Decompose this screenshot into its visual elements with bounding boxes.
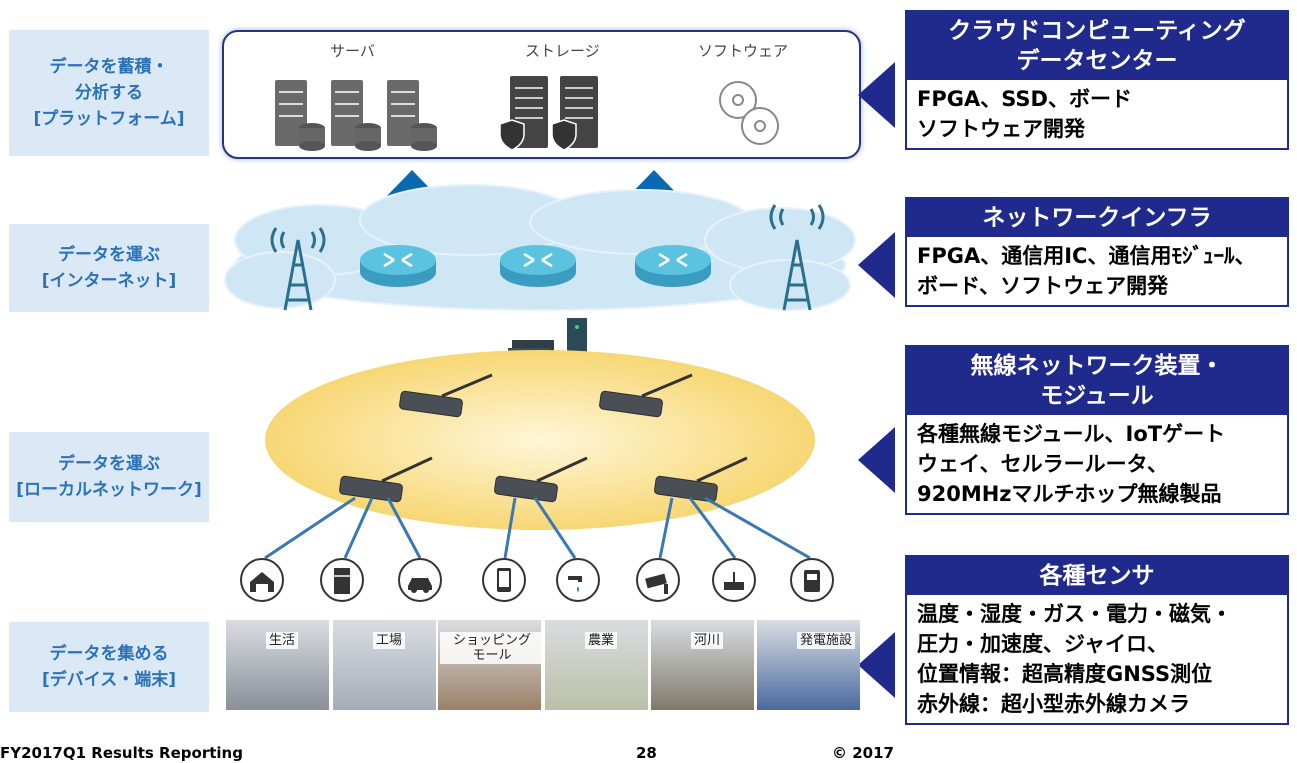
label-line: データを運ぶ: [58, 454, 160, 474]
meter-icon: [790, 558, 834, 602]
antenna-tower-icon: [270, 204, 825, 311]
category-storage: ストレージ: [525, 42, 600, 60]
photo-label: 河川: [691, 632, 724, 649]
body-line: 圧力・加速度、ジャイロ、: [917, 632, 1168, 656]
label-line: 分析する: [75, 83, 143, 103]
body-line: FPGA、通信用IC、通信用ﾓｼﾞｭｰﾙ、: [917, 244, 1256, 268]
camera-icon: [636, 558, 680, 602]
device-links: [264, 496, 811, 560]
photo-label: 農業: [585, 632, 618, 649]
body-line: FPGA、SSD、ボード: [917, 87, 1132, 111]
footer-title: FY2017Q1 Results Reporting: [0, 744, 243, 762]
photo-label: 工場: [373, 632, 406, 649]
box-cloud-datacenter: クラウドコンピューティング データセンター FPGA、SSD、ボード ソフトウェ…: [905, 10, 1289, 150]
body-line: ウェイ、セルラールータ、: [917, 452, 1168, 476]
router-icon: [712, 558, 756, 602]
wireless-router-icon: [339, 373, 748, 503]
photo-label: 発電施設: [797, 632, 856, 649]
title-line: クラウドコンピューティング: [948, 18, 1246, 44]
box-network-infra: ネットワークインフラ FPGA、通信用IC、通信用ﾓｼﾞｭｰﾙ、 ボード、ソフト…: [905, 197, 1289, 307]
car-icon: [398, 558, 442, 602]
box-sensors: 各種センサ 温度・湿度・ガス・電力・磁気・ 圧力・加速度、ジャイロ、 位置情報：…: [905, 555, 1289, 725]
body-line: 温度・湿度・ガス・電力・磁気・: [917, 602, 1232, 626]
page-number: 28: [636, 744, 657, 762]
body-line: 位置情報：超高精度GNSS測位: [917, 662, 1213, 686]
category-servers: サーバ: [330, 42, 375, 60]
label-line: [デバイス・端末]: [41, 670, 177, 690]
body-line: 920MHzマルチホップ無線製品: [917, 482, 1222, 506]
smartphone-icon: [482, 558, 526, 602]
gateway-icon: [508, 318, 587, 368]
body-line: 赤外線：超小型赤外線カメラ: [917, 692, 1190, 716]
body-line: ボード、ソフトウェア開発: [917, 274, 1169, 298]
box-title: 各種センサ: [907, 557, 1287, 595]
photo-label: 生活: [266, 632, 299, 649]
title-line: データセンター: [1016, 48, 1178, 74]
left-label-devices: データを集める [デバイス・端末]: [9, 622, 209, 712]
box-title: 無線ネットワーク装置・ モジュール: [907, 347, 1287, 415]
photo-label: ショッピング モール: [440, 632, 544, 664]
left-label-local-network: データを運ぶ [ローカルネットワーク]: [9, 432, 209, 522]
label-line: データを運ぶ: [58, 245, 160, 265]
title-line: 各種センサ: [1039, 563, 1155, 589]
title-line: 無線ネットワーク装置・: [970, 353, 1224, 379]
arrow-left-icon: [858, 62, 895, 698]
box-title: クラウドコンピューティング データセンター: [907, 12, 1287, 80]
body-line: 各種無線モジュール、IoTゲート: [917, 422, 1226, 446]
fridge-icon: [320, 558, 364, 602]
label-line: [プラットフォーム]: [33, 109, 185, 129]
box-body: FPGA、通信用IC、通信用ﾓｼﾞｭｰﾙ、 ボード、ソフトウェア開発: [907, 237, 1287, 305]
faucet-icon: [556, 558, 600, 602]
box-wireless-modules: 無線ネットワーク装置・ モジュール 各種無線モジュール、IoTゲート ウェイ、セ…: [905, 345, 1289, 515]
arrow-up-icon: [380, 170, 686, 230]
box-body: FPGA、SSD、ボード ソフトウェア開発: [907, 80, 1287, 148]
house-icon: [240, 558, 284, 602]
local-network-area: [265, 350, 815, 530]
left-label-platform: データを蓄積・ 分析する [プラットフォーム]: [9, 30, 209, 156]
label-line: データを集める: [49, 644, 169, 664]
title-line: ネットワークインフラ: [982, 205, 1212, 231]
internet-cloud: [224, 184, 856, 311]
label-line: [インターネット]: [41, 271, 177, 291]
copyright: © 2017: [832, 744, 894, 762]
title-line: モジュール: [1040, 383, 1154, 409]
box-body: 各種無線モジュール、IoTゲート ウェイ、セルラールータ、 920MHzマルチホ…: [907, 415, 1287, 513]
router-icon: [360, 245, 711, 287]
category-software: ソフトウェア: [698, 42, 789, 60]
box-body: 温度・湿度・ガス・電力・磁気・ 圧力・加速度、ジャイロ、 位置情報：超高精度GN…: [907, 595, 1287, 723]
left-label-internet: データを運ぶ [インターネット]: [9, 224, 209, 312]
label-line: データを蓄積・: [49, 57, 169, 77]
body-line: ソフトウェア開発: [917, 117, 1085, 141]
box-title: ネットワークインフラ: [907, 199, 1287, 237]
label-line: [ローカルネットワーク]: [16, 480, 202, 500]
